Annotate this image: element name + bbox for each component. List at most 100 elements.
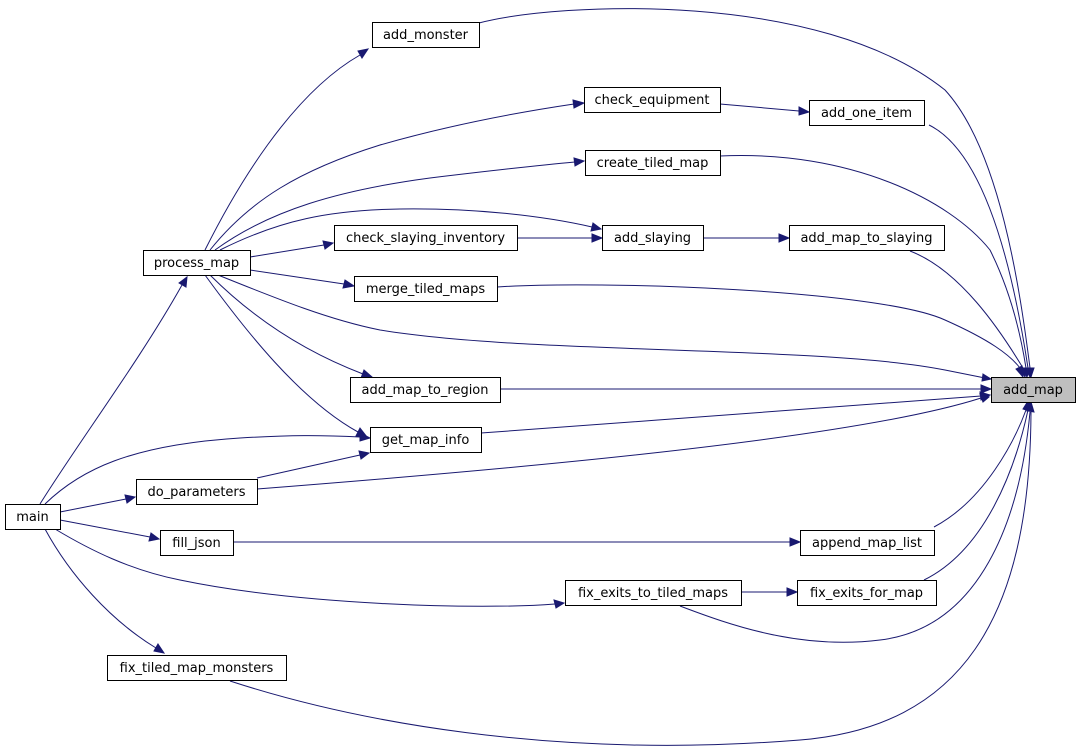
- node-box: [585, 150, 721, 176]
- edge-line: [719, 155, 1027, 369]
- edge-check-slaying-inventory-to-add-slaying: [517, 233, 604, 243]
- node-add-map[interactable]: add_map: [991, 377, 1076, 403]
- edge-process-map-to-add-map-to-region: [209, 274, 374, 379]
- arrowhead: [322, 240, 335, 250]
- node-box: [565, 580, 742, 606]
- node-get-map-info[interactable]: get_map_info: [370, 427, 482, 453]
- node-do-parameters[interactable]: do_parameters: [136, 479, 258, 505]
- arrowhead: [359, 432, 372, 442]
- node-box: [136, 479, 258, 505]
- edge-main-to-do-parameters: [59, 494, 137, 513]
- edge-process-map-to-add-monster: [204, 48, 370, 251]
- arrowhead: [358, 450, 371, 460]
- arrowhead: [1015, 365, 1024, 379]
- edge-line: [719, 103, 800, 112]
- node-box: [107, 655, 287, 681]
- node-add-map-to-slaying[interactable]: add_map_to_slaying: [789, 225, 945, 251]
- edge-create-tiled-map-to-add-map: [719, 155, 1031, 379]
- edge-line: [496, 284, 1021, 369]
- node-main[interactable]: main: [5, 504, 61, 530]
- edge-process-map-to-add-map: [217, 274, 993, 382]
- node-add-map-to-region[interactable]: add_map_to_region: [350, 377, 501, 403]
- edge-process-map-to-add-slaying: [219, 208, 603, 251]
- edge-line: [249, 269, 345, 285]
- edge-fill-json-to-append-map-list: [233, 537, 802, 547]
- edge-process-map-to-create-tiled-map: [214, 157, 586, 251]
- arrowhead: [980, 384, 993, 394]
- arrowhead: [360, 369, 374, 379]
- node-label: add_map_to_slaying: [800, 231, 932, 246]
- arrowhead: [778, 233, 791, 243]
- edge-line: [59, 519, 151, 538]
- arrowhead: [981, 373, 993, 382]
- node-label: check_equipment: [595, 93, 710, 108]
- edge-line: [209, 274, 364, 375]
- edge-line: [204, 274, 359, 433]
- arrowhead: [148, 532, 161, 542]
- edge-line: [229, 411, 1032, 746]
- node-label: add_slaying: [614, 231, 691, 246]
- node-label: process_map: [154, 256, 239, 271]
- edge-line: [204, 54, 361, 251]
- node-fix-exits-to-tiled-maps[interactable]: fix_exits_to_tiled_maps: [565, 580, 742, 606]
- node-box: [350, 377, 501, 403]
- arrowhead: [798, 106, 811, 116]
- arrowhead: [153, 643, 166, 654]
- edge-fix-exits-for-map-to-add-map: [923, 399, 1032, 581]
- node-box: [584, 87, 721, 113]
- node-box: [334, 225, 518, 251]
- edge-line: [256, 397, 982, 490]
- arrowhead: [124, 494, 137, 504]
- edge-process-map-to-check-equipment: [209, 99, 586, 251]
- edge-fix-tiled-map-monsters-to-add-map: [229, 400, 1035, 746]
- edge-line: [249, 244, 325, 258]
- edge-line: [256, 454, 361, 479]
- edges: [39, 8, 1035, 746]
- node-label: fix_exits_for_map: [810, 586, 923, 601]
- node-label: get_map_info: [382, 433, 470, 448]
- node-add-one-item[interactable]: add_one_item: [809, 100, 925, 126]
- node-box: [797, 580, 937, 606]
- node-label: add_map_to_region: [361, 383, 488, 398]
- node-label: append_map_list: [812, 536, 922, 551]
- edge-fix-exits-to-tiled-maps-to-fix-exits-for-map: [741, 587, 799, 597]
- node-check-equipment[interactable]: check_equipment: [584, 87, 721, 113]
- node-create-tiled-map[interactable]: create_tiled_map: [585, 150, 721, 176]
- node-fix-exits-for-map[interactable]: fix_exits_for_map: [797, 580, 937, 606]
- node-label: main: [16, 510, 48, 525]
- edge-line: [217, 274, 986, 379]
- edge-main-to-get-map-info: [44, 432, 372, 505]
- arrowhead: [786, 587, 799, 597]
- node-box: [991, 377, 1076, 403]
- node-add-slaying[interactable]: add_slaying: [602, 225, 704, 251]
- edge-merge-tiled-maps-to-add-map: [496, 284, 1024, 379]
- node-box: [5, 504, 61, 530]
- node-box: [809, 100, 925, 126]
- node-label: add_one_item: [821, 106, 912, 121]
- edge-check-equipment-to-add-one-item: [719, 103, 811, 116]
- edge-line: [44, 528, 157, 649]
- edge-line: [39, 284, 183, 505]
- arrowhead: [591, 233, 604, 243]
- edge-line: [679, 411, 1031, 643]
- node-merge-tiled-maps[interactable]: merge_tiled_maps: [354, 276, 498, 302]
- node-label: merge_tiled_maps: [366, 282, 485, 297]
- edge-do-parameters-to-get-map-info: [256, 450, 371, 479]
- node-add-monster[interactable]: add_monster: [372, 22, 480, 48]
- arrowhead: [590, 222, 603, 232]
- node-box: [789, 225, 945, 251]
- node-append-map-list[interactable]: append_map_list: [800, 530, 935, 556]
- edge-line: [923, 409, 1029, 581]
- nodes: add_map add_monster check_equipment add_one…: [5, 22, 1076, 681]
- node-box: [800, 530, 935, 556]
- node-fill-json[interactable]: fill_json: [160, 530, 234, 556]
- edge-process-map-to-check-slaying-inventory: [249, 240, 335, 258]
- node-check-slaying-inventory[interactable]: check_slaying_inventory: [334, 225, 518, 251]
- node-process-map[interactable]: process_map: [143, 250, 251, 276]
- edge-line: [214, 161, 576, 251]
- node-fix-tiled-map-monsters[interactable]: fix_tiled_map_monsters: [107, 655, 287, 681]
- node-label: fix_exits_to_tiled_maps: [578, 586, 728, 601]
- edge-process-map-to-merge-tiled-maps: [249, 269, 356, 289]
- arrowhead: [342, 279, 356, 289]
